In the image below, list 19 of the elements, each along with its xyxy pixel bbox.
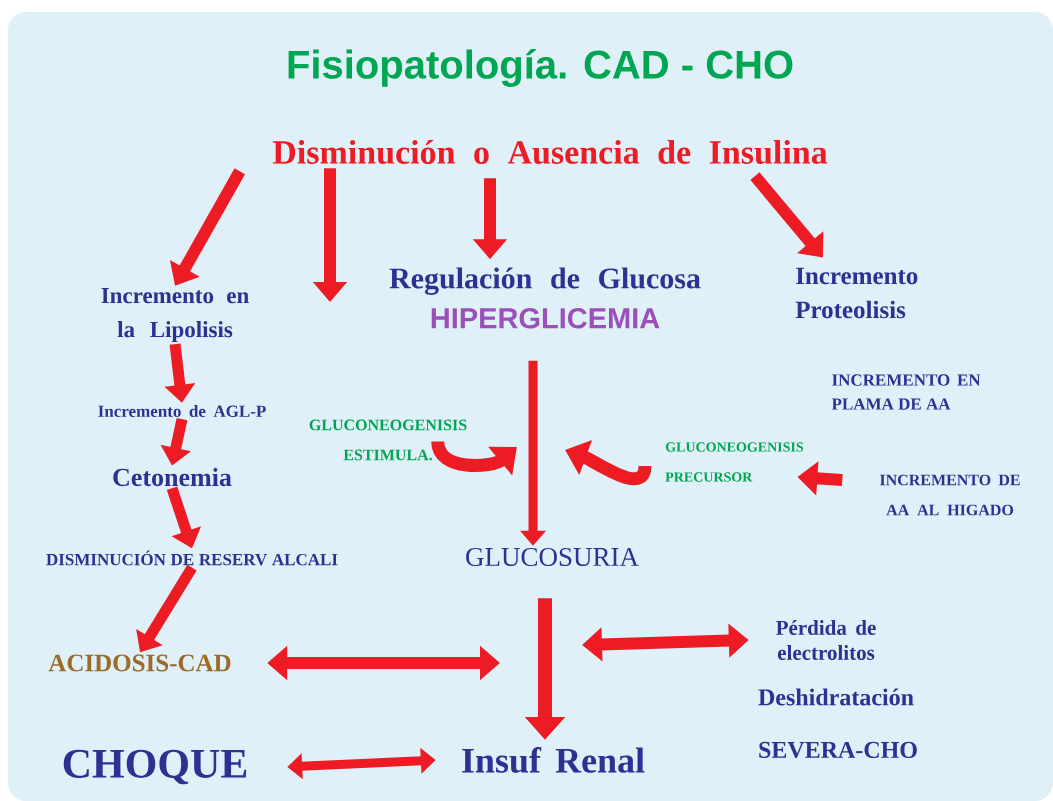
text-label: Deshidratación [758, 688, 914, 706]
text-label: Incremento de AGL-P [98, 405, 266, 417]
text-label: Disminución o Ausencia de Insulina [272, 140, 828, 164]
text-label: Incremento en la Lipolisis [101, 288, 249, 342]
text-label: DISMINUCIÓN DE RESERV ALCALI [46, 550, 338, 566]
text-label: GLUCONEOGENISIS ESTIMULA. [309, 419, 467, 461]
text-label: ACIDOSIS-CAD [48, 654, 231, 672]
title: Fisiopatología. CAD - CHO [288, 49, 793, 87]
text-label: Pérdida de electrolitos [776, 620, 876, 660]
text-label: SEVERA-CHO [759, 741, 917, 759]
text-label: CHOQUE [63, 749, 247, 785]
text-label: Insuf Renal [462, 747, 645, 773]
text-label: GLUCONEOGENISIS PRECURSOR [665, 442, 804, 482]
text-label: INCREMENTO EN PLAMA DE AA [831, 374, 981, 410]
text-label: INCREMENTO DE AA AL HIGADO [879, 474, 1020, 516]
text-label: Cetonemia [113, 467, 232, 487]
text-label: Incremento Proteolisis [795, 267, 918, 319]
text-label: Regulación de Glucosa HIPERGLICEMIA [389, 267, 701, 329]
text-label: GLUCOSURIA [466, 547, 639, 567]
